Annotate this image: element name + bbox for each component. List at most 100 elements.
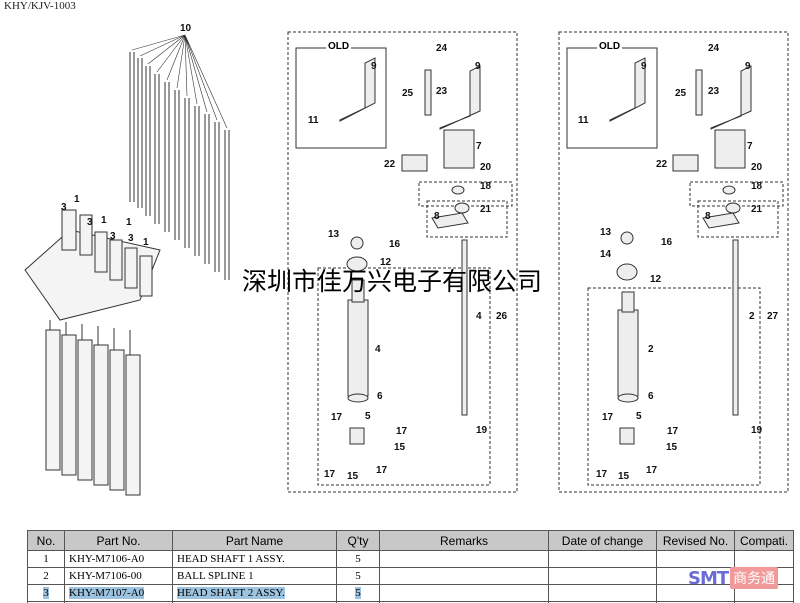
callout-number: 1: [143, 237, 149, 248]
mid-panel-frame: [287, 31, 518, 493]
old-label-right: OLD: [597, 41, 623, 52]
col-no: No.: [27, 530, 65, 551]
cell-compat: OK: [734, 601, 794, 603]
right-panel-frame: [558, 31, 789, 493]
logo-smt-text: SMT: [688, 567, 729, 589]
cell-part-name: HEAD SHAFT 2 ASSY.: [172, 584, 337, 602]
exploded-parts-diagram: [24, 31, 789, 496]
callout-number: 17: [646, 465, 658, 476]
cell-no: 3: [27, 584, 65, 602]
callout-number: 3: [87, 217, 93, 228]
cell-revised: [656, 550, 735, 568]
callout-number: 10: [180, 23, 192, 34]
col-date-of-change: Date of change: [548, 530, 657, 551]
cell-part-name: HEAD SHAFT 1 ASSY.: [172, 550, 337, 568]
callout-number: 6: [648, 391, 654, 402]
callout-number: 1: [74, 194, 80, 205]
table-row[interactable]: 2 KHY-M7106-00 BALL SPLINE 1 5: [27, 567, 794, 585]
callout-number: 12: [380, 257, 392, 268]
parts-table: No. Part No. Part Name Q'ty Remarks Date…: [27, 530, 794, 603]
callout-number: 24: [708, 43, 720, 54]
callout-number: 3: [128, 233, 134, 244]
callout-number: 6: [377, 391, 383, 402]
cell-no: 2: [27, 567, 65, 585]
callout-number: 15: [394, 442, 406, 453]
cell-text: HEAD SHAFT 2 ASSY.: [177, 587, 285, 599]
cell-qty: 5: [336, 584, 380, 602]
callout-number: 18: [480, 181, 492, 192]
cell-part-no: KHY-M7106-00: [64, 567, 173, 585]
callout-number: 17: [602, 412, 614, 423]
col-compati: Compati.: [734, 530, 794, 551]
callout-number: 5: [636, 411, 642, 422]
callout-number: 7: [476, 141, 482, 152]
callout-number: 4: [476, 311, 482, 322]
callout-number: 1: [126, 217, 132, 228]
cell-text: 5: [355, 570, 361, 582]
callout-number: 7: [747, 141, 753, 152]
callout-number: 24: [436, 43, 448, 54]
table-header-row: No. Part No. Part Name Q'ty Remarks Date…: [27, 530, 794, 551]
cell-text: 3: [43, 587, 49, 599]
table-row[interactable]: 3 KHY-M7107-A0 HEAD SHAFT 2 ASSY. 5: [27, 584, 794, 602]
callout-number: 9: [475, 61, 481, 72]
callout-number: 19: [751, 425, 763, 436]
old-label-mid: OLD: [326, 41, 352, 52]
rod-parts-10: [129, 34, 230, 280]
callout-number: 20: [751, 162, 763, 173]
cell-remarks: [379, 567, 549, 585]
callout-number: 15: [347, 471, 359, 482]
callout-number: 14: [600, 249, 612, 260]
callout-number: 12: [650, 274, 662, 285]
callout-number: 13: [600, 227, 612, 238]
cell-text: KHY-M7106-00: [69, 570, 142, 582]
cell-qty: 5: [336, 550, 380, 568]
cell-text: 1: [43, 553, 49, 565]
cell-text: BALL SPLINE 1: [177, 570, 254, 582]
callout-number: 22: [384, 159, 396, 170]
callout-number: 2: [749, 311, 755, 322]
callout-number: 26: [496, 311, 508, 322]
callout-number: 13: [328, 229, 340, 240]
cell-no: 1: [27, 550, 65, 568]
smt-logo: SMT 商务通: [688, 566, 779, 590]
cell-text: HEAD SHAFT 1 ASSY.: [177, 553, 285, 565]
cell-part-no: KHY-M7107-A0: [64, 584, 173, 602]
cell-part-no: KHY-M7106-A0: [64, 550, 173, 568]
callout-number: 3: [110, 231, 116, 242]
col-remarks: Remarks: [379, 530, 549, 551]
cell-date: [548, 567, 657, 585]
callout-number: 19: [476, 425, 488, 436]
callout-number: 23: [436, 86, 448, 97]
callout-number: 15: [618, 471, 630, 482]
callout-number: 21: [751, 204, 763, 215]
callout-number: 17: [396, 426, 408, 437]
callout-number: 18: [751, 181, 763, 192]
callout-number: 4: [375, 344, 381, 355]
callout-number: 17: [331, 412, 343, 423]
callout-number: 27: [767, 311, 779, 322]
col-revised-no: Revised No.: [656, 530, 735, 551]
callout-number: 17: [667, 426, 679, 437]
cell-text: 5: [355, 587, 361, 599]
col-part-name: Part Name: [172, 530, 337, 551]
callout-number: 16: [389, 239, 401, 250]
callout-number: 9: [641, 61, 647, 72]
cell-text: KHY-M7106-A0: [69, 553, 145, 565]
callout-number: 23: [708, 86, 720, 97]
cell-date: [548, 584, 657, 602]
callout-number: 16: [661, 237, 673, 248]
callout-number: 17: [324, 469, 336, 480]
callout-number: 20: [480, 162, 492, 173]
document-code: KHY/KJV-1003: [4, 0, 76, 12]
callout-number: 8: [705, 211, 711, 222]
logo-badge: 商务通: [730, 567, 779, 589]
callout-number: 25: [675, 88, 687, 99]
table-row[interactable]: 1 KHY-M7106-A0 HEAD SHAFT 1 ASSY. 5: [27, 550, 794, 568]
callout-number: 3: [61, 202, 67, 213]
callout-number: 1: [101, 215, 107, 226]
cell-qty: 5: [336, 567, 380, 585]
callout-number: 25: [402, 88, 414, 99]
